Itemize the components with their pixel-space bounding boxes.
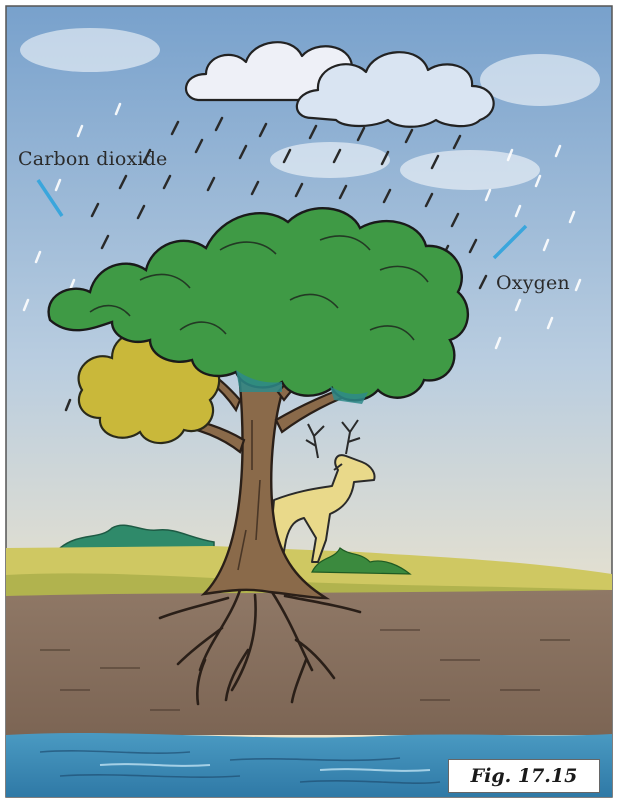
carbon-dioxide-label: Carbon dioxide: [18, 148, 168, 170]
figure-caption: Fig. 17.15: [448, 759, 600, 793]
oxygen-label: Oxygen: [496, 272, 570, 294]
